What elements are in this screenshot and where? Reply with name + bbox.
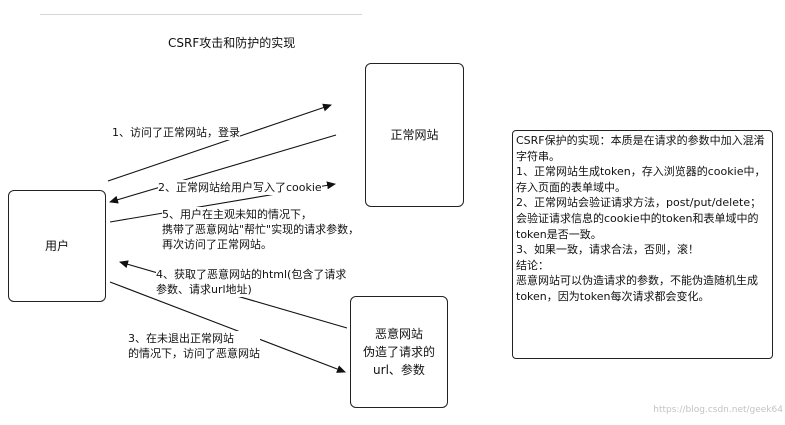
user-box: 用户 xyxy=(8,190,106,302)
top-divider-line xyxy=(40,14,362,15)
step4-label: 4、获取了恶意网站的html(包含了请求 参数、请求url地址) xyxy=(156,267,347,297)
step2-label: 2、正常网站给用户写入了cookie xyxy=(158,180,322,195)
arrow-normal-to-user-cookie xyxy=(109,134,337,204)
arrow-user-to-evil-visit xyxy=(109,281,346,373)
user-box-label: 用户 xyxy=(44,239,69,253)
normal-site-box: 正常网站 xyxy=(365,63,464,207)
arrow-user-to-normal-login xyxy=(107,103,332,182)
evil-site-box: 恶意网站 伪造了请求的 url、参数 xyxy=(350,296,448,408)
step3-label: 3、在未退出正常网站 的情况下，访问了恶意网站 xyxy=(128,331,260,361)
evil-site-box-label: 恶意网站 伪造了请求的 url、参数 xyxy=(362,327,435,377)
normal-site-box-label: 正常网站 xyxy=(390,128,439,142)
step5-label: 5、用户在主观未知的情况下， 携带了恶意网站"帮忙"实现的请求参数， 再次访问了… xyxy=(162,207,360,252)
csrf-protection-note: CSRF保护的实现：本质是在请求的参数中加入混淆字符串。 1、正常网站生成tok… xyxy=(512,130,773,359)
diagram-title: CSRF攻击和防护的实现 xyxy=(168,36,296,50)
step1-label: 1、访问了正常网站，登录 xyxy=(112,125,240,140)
watermark-text: https://blog.csdn.net/geek64 xyxy=(653,405,783,415)
